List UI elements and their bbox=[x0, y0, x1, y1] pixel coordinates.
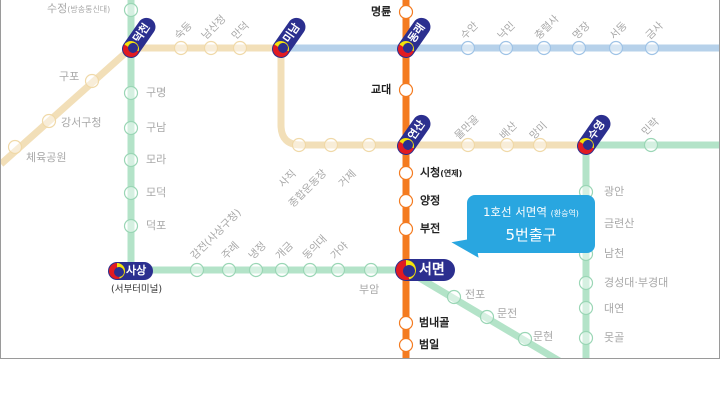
line3-track bbox=[1, 44, 586, 167]
subway-map: 명륜 교대 시청(연제) 양정 부전 범내골 범일 수정(방송통신대) 구명 구… bbox=[0, 0, 720, 359]
station-myeongnyun: 명륜 bbox=[371, 5, 392, 18]
station-bujeon: 부전 bbox=[420, 222, 441, 235]
station-munhyeon: 문현 bbox=[533, 330, 554, 343]
station-beomnaegol: 범내골 bbox=[419, 316, 450, 329]
taeguk-icon bbox=[396, 260, 416, 280]
station-deokpo: 덕포 bbox=[146, 219, 167, 232]
transfer-badge-sasang[interactable]: 사상 bbox=[108, 262, 154, 280]
station-gwangan: 광안 bbox=[604, 185, 625, 198]
station-yangjeong: 양정 bbox=[420, 194, 441, 207]
callout-station: 1호선 서면역 (환승역) bbox=[483, 205, 579, 219]
transfer-badge-seomyeon[interactable]: 서면 bbox=[395, 259, 455, 281]
station-beomil: 범일 bbox=[419, 338, 440, 351]
station-motgol: 못골 bbox=[604, 331, 625, 344]
station-daeyeon: 대연 bbox=[604, 302, 625, 315]
station-gyodae: 교대 bbox=[371, 83, 392, 96]
exit-callout: 1호선 서면역 (환승역) 5번출구 bbox=[467, 195, 595, 253]
station-sasang-sub: (서부터미널) bbox=[111, 284, 163, 295]
station-stadium: 체육공원 bbox=[26, 151, 67, 164]
station-munjeon: 문전 bbox=[497, 307, 518, 320]
station-sujeong: 수정(방송통신대) bbox=[47, 2, 111, 15]
taeguk-icon bbox=[109, 263, 125, 279]
station-jeonpo: 전포 bbox=[465, 288, 486, 301]
station-gunam: 구남 bbox=[146, 121, 167, 134]
station-namcheon: 남천 bbox=[604, 247, 625, 260]
station-mora: 모라 bbox=[146, 153, 167, 166]
station-geumnyeonsan: 금련산 bbox=[604, 217, 635, 230]
station-gumyeong: 구명 bbox=[146, 86, 167, 99]
station-gupo: 구포 bbox=[59, 70, 80, 83]
station-gangseo: 강서구청 bbox=[61, 116, 102, 129]
station-buam: 부암 bbox=[359, 283, 380, 296]
station-sicheong: 시청(연제) bbox=[420, 166, 463, 179]
station-modeok: 모덕 bbox=[146, 186, 167, 199]
callout-exit: 5번출구 bbox=[505, 226, 557, 244]
station-kyungsung: 경성대·부경대 bbox=[604, 276, 669, 289]
